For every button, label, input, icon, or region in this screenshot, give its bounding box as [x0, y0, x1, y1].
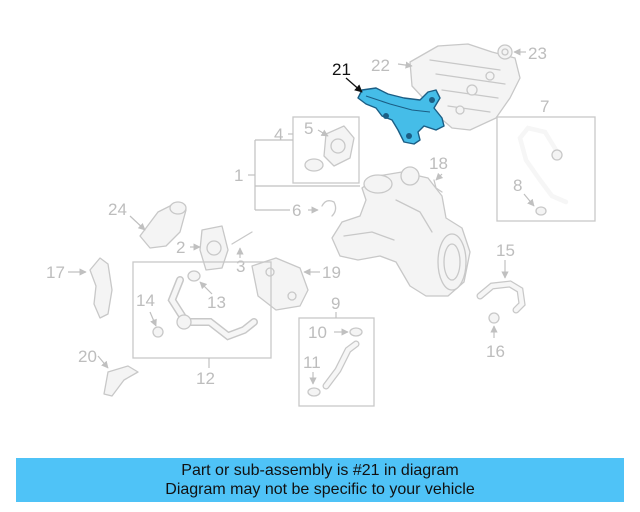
part-15-pipe[interactable] — [476, 280, 526, 314]
callout-14[interactable]: 14 — [136, 291, 155, 310]
callout-12[interactable]: 12 — [196, 369, 215, 388]
part-10-seal[interactable] — [349, 327, 363, 337]
part-3-stud[interactable] — [231, 231, 253, 245]
part-17-bracket[interactable] — [89, 257, 113, 319]
part-12-pipe[interactable] — [167, 276, 258, 341]
callout-1[interactable]: 1 — [234, 166, 243, 185]
callout-20[interactable]: 20 — [78, 347, 97, 366]
callout-6[interactable]: 6 — [292, 201, 301, 220]
part-14-seal[interactable] — [152, 326, 164, 338]
callout-13[interactable]: 13 — [207, 293, 226, 312]
banner-line-part: Part or sub-assembly is #21 in diagram — [181, 462, 459, 479]
callout-22[interactable]: 22 — [371, 56, 390, 75]
part-7-box — [496, 116, 596, 222]
callout-11[interactable]: 11 — [303, 353, 321, 372]
part-13-seal[interactable] — [187, 270, 201, 282]
part-7-pipe[interactable] — [517, 125, 569, 205]
callout-16[interactable]: 16 — [486, 342, 505, 361]
part-18-fitting[interactable] — [433, 179, 443, 193]
part-1-turbocharger[interactable] — [331, 166, 471, 297]
callout-9[interactable]: 9 — [331, 294, 340, 313]
callout-18[interactable]: 18 — [429, 154, 448, 173]
callout-15[interactable]: 15 — [496, 241, 515, 260]
part-5-housing[interactable] — [323, 125, 355, 167]
callout-24[interactable]: 24 — [108, 200, 127, 219]
part-19-bracket[interactable] — [251, 257, 309, 311]
callout-8[interactable]: 8 — [513, 176, 522, 195]
part-23-nut[interactable] — [497, 44, 513, 60]
part-2-gasket[interactable] — [199, 225, 229, 271]
callout-17[interactable]: 17 — [46, 263, 65, 282]
callout-7[interactable]: 7 — [540, 97, 549, 116]
part-12-box — [132, 261, 272, 359]
callout-2[interactable]: 2 — [176, 238, 185, 257]
callout-21[interactable]: 21 — [332, 60, 351, 79]
part-4-box — [292, 116, 360, 184]
callout-10[interactable]: 10 — [308, 323, 327, 342]
parts-diagram: 22 23 21 7 8 4 5 1 6 — [46, 43, 596, 407]
part-11-seal[interactable] — [307, 387, 321, 397]
part-21-bracket-highlighted[interactable] — [357, 87, 445, 145]
callout-19[interactable]: 19 — [322, 263, 341, 282]
banner-line-disclaimer: Diagram may not be specific to your vehi… — [165, 481, 475, 498]
part-20-bracket[interactable] — [103, 365, 139, 397]
part-8-seal[interactable] — [535, 206, 547, 216]
part-5-gasket[interactable] — [304, 158, 324, 172]
part-22-heat-shield[interactable] — [409, 43, 521, 131]
callout-3[interactable]: 3 — [236, 257, 245, 276]
part-24-hose[interactable] — [139, 201, 187, 249]
part-9-pipe[interactable] — [322, 340, 360, 390]
info-banner: Part or sub-assembly is #21 in diagram D… — [16, 458, 624, 502]
callout-5[interactable]: 5 — [304, 119, 313, 138]
part-16-seal[interactable] — [488, 312, 500, 324]
callout-23[interactable]: 23 — [528, 44, 547, 63]
part-6-clip[interactable] — [321, 200, 337, 217]
callout-4[interactable]: 4 — [274, 125, 283, 144]
